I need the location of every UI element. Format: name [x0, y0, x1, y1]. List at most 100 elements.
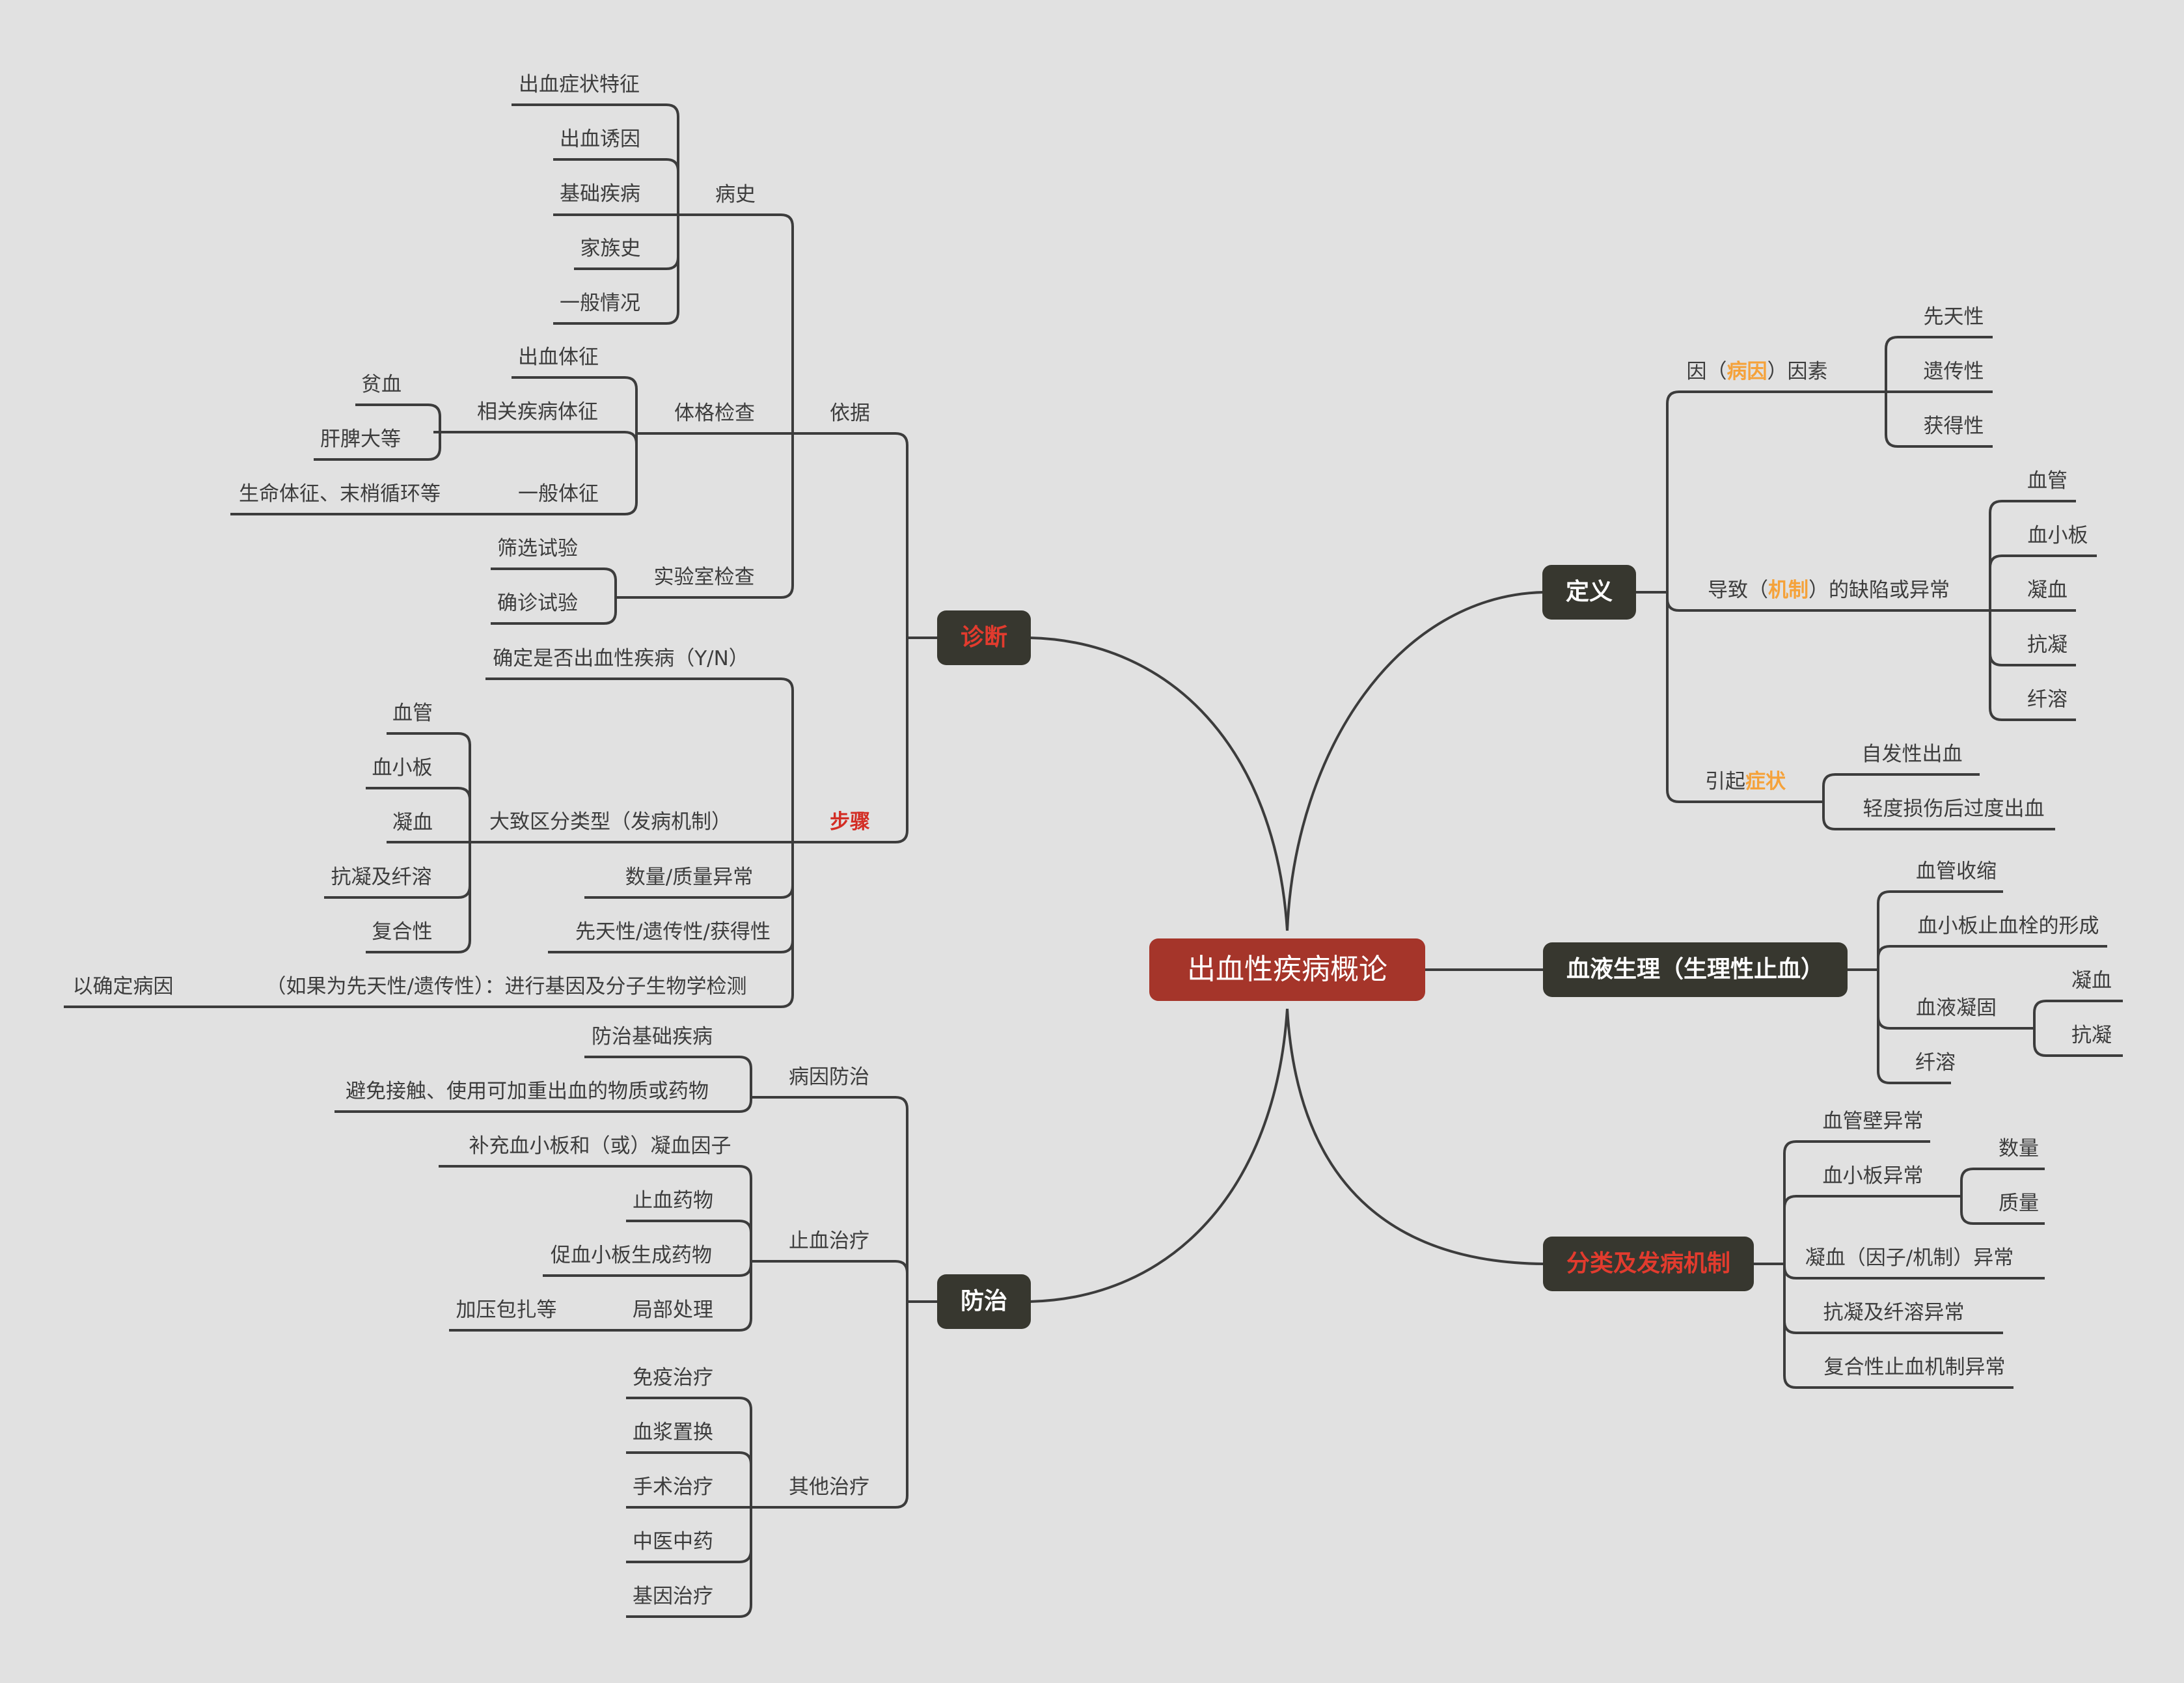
exam-general-signs[interactable]: 一般体征 [518, 482, 599, 506]
node-lab-tests[interactable]: 实验室检查 [653, 566, 755, 589]
hemostasis-item[interactable]: 止血药物 [633, 1189, 713, 1212]
etiology-item[interactable]: 避免接触、使用可加重出血的物质或药物 [346, 1080, 709, 1103]
connector-line [314, 432, 441, 461]
connector-line [366, 842, 471, 953]
node-basis[interactable]: 依据 [830, 402, 870, 425]
connector-line [387, 732, 471, 842]
local-detail[interactable]: 加压包扎等 [456, 1298, 557, 1322]
platelet-item[interactable]: 数量 [1999, 1137, 2039, 1160]
platelet-item[interactable]: 质量 [1999, 1192, 2039, 1215]
hemostasis-item[interactable]: 促血小板生成药物 [551, 1244, 712, 1267]
other-item[interactable]: 免疫治疗 [633, 1366, 713, 1389]
connector-line [1666, 390, 1844, 592]
mechanism-item[interactable]: 凝血 [2027, 579, 2068, 602]
mechanism-item[interactable]: 纤溶 [2027, 688, 2068, 711]
connector-line [1989, 554, 2097, 610]
connector-line [1822, 773, 1980, 802]
classify-item[interactable]: 血小板 [372, 756, 433, 780]
connector-line [782, 1260, 908, 1302]
class-other[interactable]: 凝血（因子/机制）异常 [1805, 1246, 2014, 1270]
step-origin[interactable]: 先天性/遗传性/获得性 [575, 920, 771, 944]
connector-line [642, 433, 794, 599]
step-quantity[interactable]: 数量/质量异常 [625, 866, 754, 889]
history-item[interactable]: 一般情况 [560, 292, 640, 315]
connector-line [512, 433, 638, 515]
other-item[interactable]: 中医中药 [633, 1530, 713, 1553]
topic-treatment[interactable]: 防治 [936, 1274, 1031, 1329]
cause-item[interactable]: 获得性 [1923, 415, 1984, 438]
topic-diagnosis[interactable]: 诊断 [936, 610, 1031, 665]
connector-line [512, 376, 638, 433]
connector-line [1783, 1264, 2013, 1389]
step-genetic-test[interactable]: （如果为先天性/遗传性）：进行基因及分子生物学检测 [266, 975, 747, 998]
history-item[interactable]: 出血症状特征 [519, 73, 640, 96]
exam-related-signs[interactable]: 相关疾病体征 [477, 400, 598, 424]
history-item[interactable]: 家族史 [580, 237, 641, 260]
root-topic[interactable]: 出血性疾病概论 [1149, 938, 1425, 1001]
physiology-fibrinolysis[interactable]: 纤溶 [1915, 1051, 1956, 1074]
root-link-diagnosis [1029, 636, 1289, 931]
classify-item[interactable]: 抗凝及纤溶 [331, 866, 432, 889]
connector-line [1783, 1195, 1961, 1264]
symptom-item[interactable]: 轻度损伤后过度出血 [1863, 797, 2045, 821]
symptom-item[interactable]: 自发性出血 [1861, 743, 1963, 766]
topic-definition[interactable]: 定义 [1542, 565, 1637, 620]
etiology-item[interactable]: 防治基础疾病 [592, 1025, 713, 1048]
classify-item[interactable]: 凝血 [392, 811, 433, 834]
node-hemostasis[interactable]: 止血治疗 [789, 1229, 869, 1253]
coagulation-item[interactable]: 抗凝 [2071, 1024, 2112, 1047]
step-confirm[interactable]: 确定是否出血性疾病（Y/N） [493, 647, 749, 670]
physiology-item[interactable]: 血管收缩 [1916, 860, 1997, 883]
def-cause[interactable]: 因（病因）因素 [1686, 360, 1828, 383]
connector-line [366, 787, 471, 842]
class-other[interactable]: 抗凝及纤溶异常 [1823, 1301, 1965, 1324]
history-item[interactable]: 基础疾病 [560, 182, 640, 206]
related-item[interactable]: 贫血 [361, 373, 402, 396]
node-other-treatment[interactable]: 其他治疗 [789, 1475, 869, 1499]
mechanism-item[interactable]: 血管 [2027, 469, 2068, 493]
topic-physiology[interactable]: 血液生理（生理性止血） [1542, 942, 1848, 997]
lab-item[interactable]: 筛选试验 [497, 537, 578, 560]
physiology-coagulation[interactable]: 血液凝固 [1916, 996, 1997, 1020]
connector-line [1783, 1140, 1930, 1264]
hemostasis-local[interactable]: 局部处理 [633, 1298, 713, 1322]
mechanism-item[interactable]: 血小板 [2027, 524, 2088, 547]
step-classify[interactable]: 大致区分类型（发病机制） [489, 810, 731, 834]
physiology-item[interactable]: 血小板止血栓的形成 [1917, 914, 2099, 938]
connector-line [2033, 1028, 2123, 1057]
connector-line [355, 404, 441, 432]
class-other[interactable]: 复合性止血机制异常 [1823, 1356, 2006, 1379]
root-link-classification [1286, 1008, 1544, 1265]
connector-line [1960, 1168, 2045, 1196]
other-item[interactable]: 基因治疗 [633, 1585, 713, 1608]
classify-item[interactable]: 复合性 [372, 920, 433, 944]
mechanism-item[interactable]: 抗凝 [2027, 633, 2068, 657]
node-physical-exam[interactable]: 体格检查 [674, 402, 755, 425]
node-history[interactable]: 病史 [715, 183, 756, 206]
coagulation-item[interactable]: 凝血 [2071, 969, 2112, 992]
node-steps[interactable]: 步骤 [830, 810, 870, 834]
connector-line [334, 1097, 752, 1113]
related-item[interactable]: 肝脾大等 [320, 428, 401, 451]
other-item[interactable]: 手术治疗 [633, 1475, 713, 1499]
class-platelet[interactable]: 血小板异常 [1822, 1164, 1924, 1188]
classify-item[interactable]: 血管 [392, 702, 433, 725]
def-symptom[interactable]: 引起症状 [1705, 770, 1786, 793]
general-signs-detail[interactable]: 生命体征、末梢循环等 [239, 482, 441, 506]
genetic-test-detail[interactable]: 以确定病因 [72, 975, 174, 998]
other-item[interactable]: 血浆置换 [633, 1421, 713, 1444]
topic-classification[interactable]: 分类及发病机制 [1542, 1237, 1754, 1291]
class-vessel[interactable]: 血管壁异常 [1822, 1110, 1924, 1133]
hemostasis-item[interactable]: 补充血小板和（或）凝血因子 [469, 1134, 731, 1158]
connector-line [626, 1397, 752, 1507]
history-item[interactable]: 出血诱因 [560, 128, 640, 151]
connector-line [793, 432, 908, 638]
connector-line [1666, 592, 1823, 803]
def-mechanism[interactable]: 导致（机制）的缺陷或异常 [1708, 579, 1950, 602]
node-etiology-prevention[interactable]: 病因防治 [789, 1065, 869, 1089]
cause-item[interactable]: 先天性 [1923, 305, 1984, 329]
lab-item[interactable]: 确诊试验 [497, 592, 578, 615]
exam-bleeding-signs[interactable]: 出血体征 [518, 346, 599, 369]
cause-item[interactable]: 遗传性 [1923, 360, 1984, 383]
